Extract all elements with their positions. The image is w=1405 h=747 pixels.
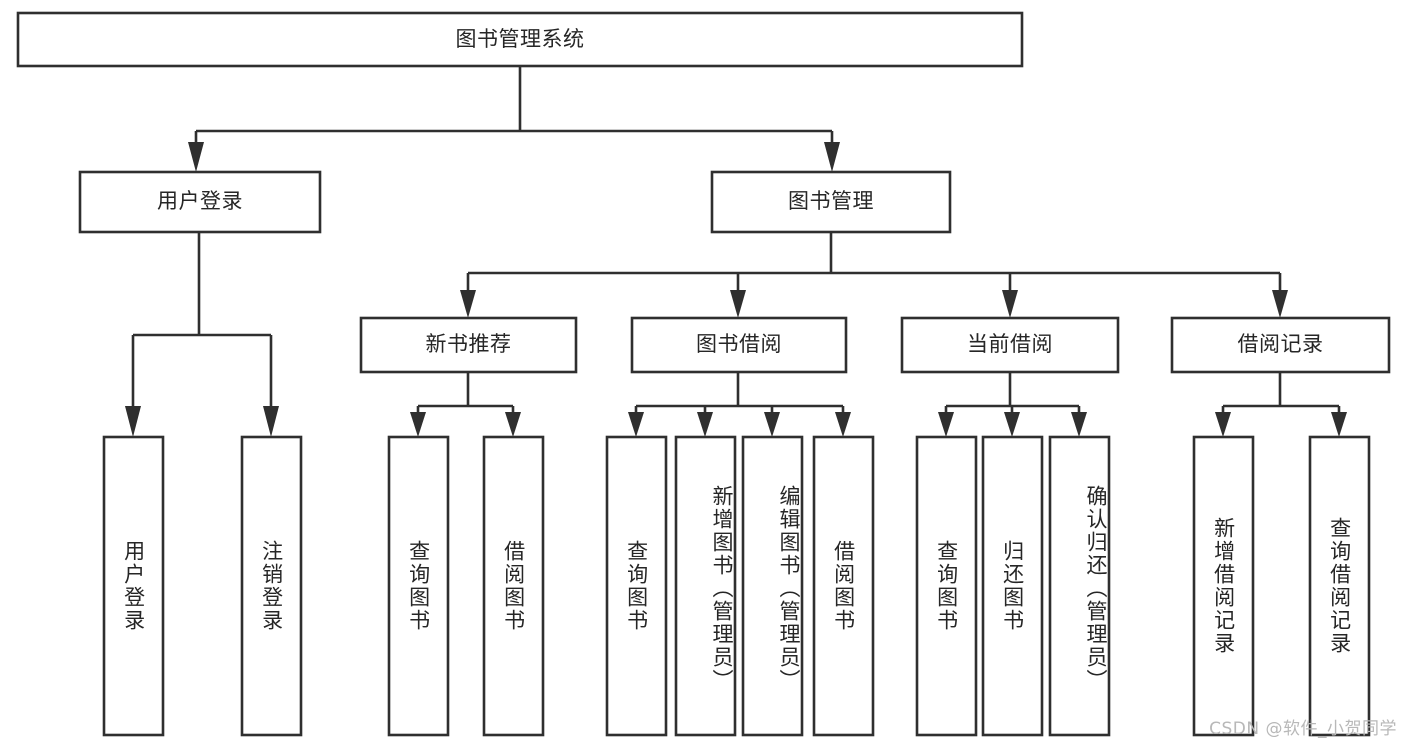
arrow-head-leaf-return-book — [1004, 412, 1020, 437]
arrow-head-leaf-query-book-1 — [410, 412, 426, 437]
node-box-new-book-recommend[interactable] — [359, 316, 578, 374]
node-box-leaf-return-book[interactable] — [981, 435, 1044, 737]
arrow-head-leaf-add-book — [697, 412, 713, 437]
node-box-leaf-borrow-book-1[interactable] — [482, 435, 545, 737]
node-box-leaf-edit-book[interactable] — [741, 435, 804, 737]
arrow-head-leaf-add-record — [1215, 412, 1231, 437]
arrow-head-leaf-logout — [263, 406, 279, 437]
node-box-current-borrow[interactable] — [900, 316, 1120, 374]
node-box-leaf-query-book-3[interactable] — [915, 435, 978, 737]
node-box-leaf-query-record[interactable] — [1308, 435, 1371, 737]
node-box-leaf-borrow-book-2[interactable] — [812, 435, 875, 737]
arrow-head-current-borrow — [1002, 290, 1018, 318]
node-box-leaf-add-record[interactable] — [1192, 435, 1255, 737]
node-box-leaf-logout[interactable] — [240, 435, 303, 737]
arrow-head-userlogin — [188, 142, 204, 172]
connector-layer — [125, 66, 1347, 437]
box-layer — [16, 11, 1391, 737]
node-box-leaf-query-book-2[interactable] — [605, 435, 668, 737]
arrow-head-leaf-borrow-book-2 — [835, 412, 851, 437]
node-box-book-management[interactable] — [710, 170, 952, 234]
node-box-leaf-query-book-1[interactable] — [387, 435, 450, 737]
arrow-head-leaf-edit-book — [764, 412, 780, 437]
watermark-text: CSDN @软件_小贺同学 — [1209, 719, 1397, 739]
node-box-leaf-add-book[interactable] — [674, 435, 737, 737]
node-box-borrow-record[interactable] — [1170, 316, 1391, 374]
arrow-head-leaf-query-book-3 — [938, 412, 954, 437]
node-box-leaf-confirm-return[interactable] — [1048, 435, 1111, 737]
arrow-head-leaf-query-book-2 — [628, 412, 644, 437]
arrow-head-new-book-recommend — [460, 290, 476, 318]
arrow-head-book-borrow — [730, 290, 746, 318]
node-box-root[interactable] — [16, 11, 1024, 68]
arrow-head-leaf-confirm-return — [1071, 412, 1087, 437]
node-box-leaf-user-login[interactable] — [102, 435, 165, 737]
arrow-head-bookmgmt — [824, 142, 840, 172]
node-box-book-borrow[interactable] — [630, 316, 848, 374]
arrow-head-leaf-query-record — [1331, 412, 1347, 437]
node-box-user-login[interactable] — [78, 170, 322, 234]
arrow-head-leaf-user-login — [125, 406, 141, 437]
arrow-head-borrow-record — [1272, 290, 1288, 318]
arrow-head-leaf-borrow-book-1 — [505, 412, 521, 437]
